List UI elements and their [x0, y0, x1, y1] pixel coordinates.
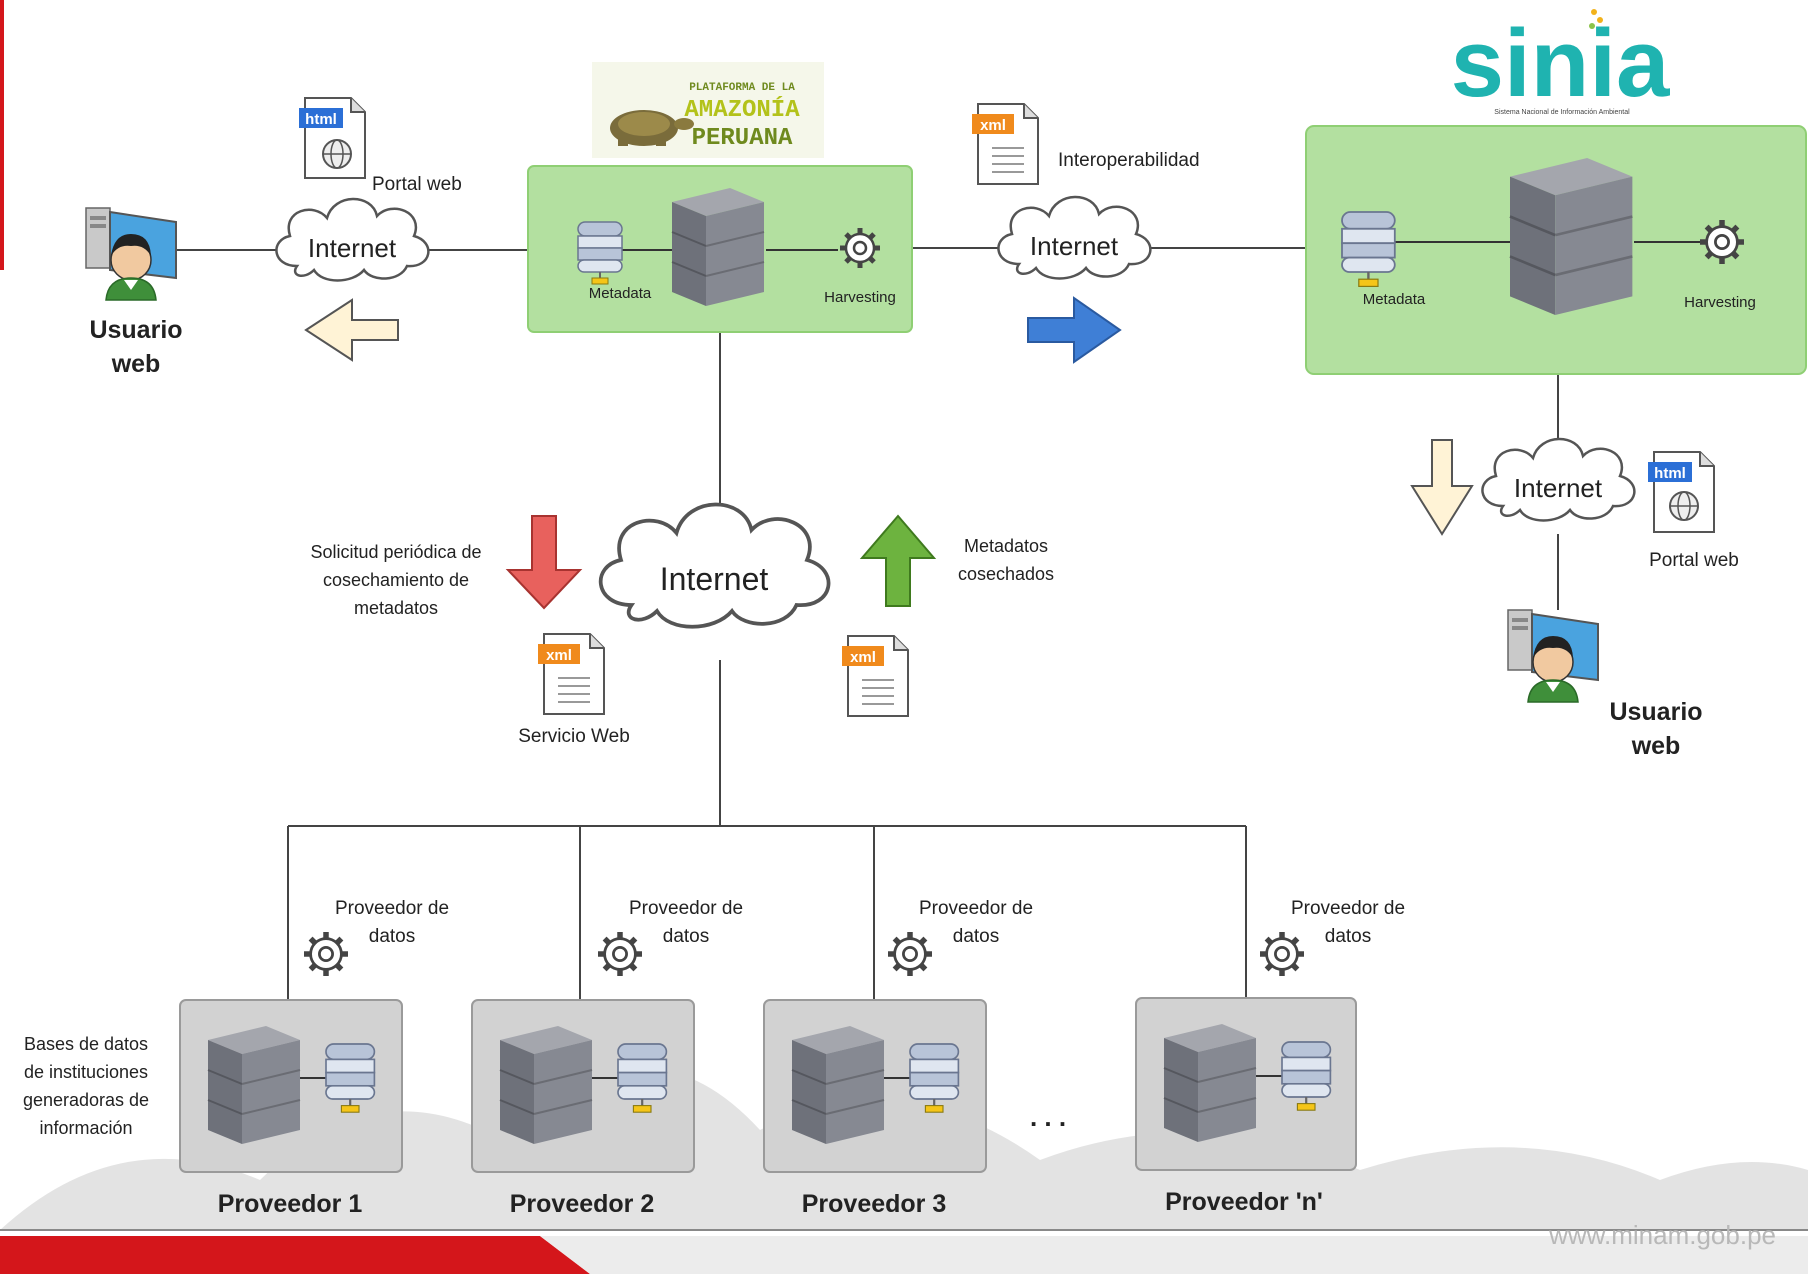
internet-cloud-left: Internet	[275, 197, 430, 282]
logo-line1: PLATAFORMA DE LA	[689, 82, 795, 94]
service-doc: xml	[538, 633, 605, 715]
server-icon	[1508, 156, 1634, 317]
doc-tag: xml	[546, 647, 572, 664]
gear-icon	[598, 932, 642, 976]
turtle-icon	[610, 110, 694, 146]
right-user: Usuario web	[1507, 609, 1703, 760]
internet-label: Internet	[1030, 231, 1119, 261]
provider-name: Proveedor 1	[218, 1190, 363, 1218]
left-user: Usuario web	[85, 207, 183, 378]
service-web-label: Servicio Web	[518, 726, 630, 747]
internet-label: Internet	[1514, 473, 1603, 503]
provider-name: Proveedor 3	[802, 1190, 947, 1218]
left-edge-accent	[0, 0, 4, 270]
internet-label: Internet	[660, 561, 769, 597]
db-label-line2: de instituciones	[24, 1062, 148, 1082]
sinia-subtitle: Sistema Nacional de Información Ambienta…	[1494, 109, 1630, 116]
gear-icon	[888, 932, 932, 976]
logo-line3: PERUANA	[692, 125, 793, 152]
provider-3: Proveedor de datos Proveedor 3	[763, 898, 1033, 1218]
arrow-up-green	[859, 514, 937, 607]
provider-label-line1: Proveedor de	[629, 898, 743, 919]
user-label-line2: web	[111, 350, 161, 378]
sinia-logo: sinia Sistema Nacional de Información Am…	[1451, 9, 1670, 117]
provider-label-line2: datos	[663, 926, 709, 947]
doc-tag: html	[305, 111, 337, 128]
internet-label: Internet	[308, 233, 397, 263]
connector-lines	[168, 247, 1559, 1000]
harvested-label-line2: cosechados	[958, 564, 1054, 584]
provider-label-line1: Proveedor de	[335, 898, 449, 919]
arrow-left-pale	[304, 298, 399, 362]
amazonia-logo: PLATAFORMA DE LA AMAZONÍA PERUANA	[592, 62, 824, 158]
gear-icon	[1260, 932, 1304, 976]
server-icon	[671, 187, 765, 307]
logo-line2: AMAZONÍA	[684, 96, 800, 124]
provider-label-line2: datos	[1325, 926, 1371, 947]
portal-doc-left: html	[299, 97, 366, 179]
ellipsis: . . .	[1030, 1102, 1066, 1132]
doc-tag: xml	[850, 649, 876, 666]
provider-label-line2: datos	[369, 926, 415, 947]
globe-icon	[1669, 491, 1699, 521]
harvested-label-line1: Metadatos	[964, 536, 1048, 556]
sinia-logo-text: sinia	[1451, 10, 1670, 117]
harvested-doc: xml	[842, 635, 909, 717]
gear-icon	[304, 932, 348, 976]
user-icon	[1507, 609, 1599, 703]
user-label-line2: web	[1631, 732, 1681, 760]
interop-label: Interoperabilidad	[1058, 150, 1200, 171]
center-server-box: Metadata Harvesting	[527, 165, 913, 333]
user-label-line1: Usuario	[89, 316, 182, 344]
portal-web-label: Portal web	[1649, 550, 1739, 571]
provider-2: Proveedor de datos Proveedor 2	[471, 898, 743, 1218]
footer-bar: www.minam.gob.pe	[0, 1220, 1808, 1274]
internet-cloud-interop: Internet	[997, 195, 1152, 280]
globe-icon	[322, 139, 352, 169]
arrow-down-red	[505, 515, 583, 610]
provider-n: Proveedor de datos Proveedor 'n'	[1135, 898, 1405, 1216]
provider-1: Proveedor de datos Proveedor 1	[179, 898, 449, 1218]
arrow-right-blue	[1027, 296, 1122, 364]
harvesting-label: Harvesting	[1684, 294, 1756, 311]
request-label-line1: Solicitud periódica de	[310, 542, 481, 562]
provider-label-line1: Proveedor de	[919, 898, 1033, 919]
gear-icon	[840, 228, 880, 268]
db-label-line3: generadoras de	[23, 1090, 149, 1110]
provider-label-line1: Proveedor de	[1291, 898, 1405, 919]
db-label-line4: información	[39, 1118, 132, 1138]
user-label-line1: Usuario	[1609, 698, 1702, 726]
portal-doc-sinia: html	[1648, 451, 1715, 533]
request-label-line3: metadatos	[354, 598, 438, 618]
user-icon	[85, 207, 177, 301]
arrow-down-pale	[1410, 439, 1474, 536]
portal-web-label: Portal web	[372, 174, 462, 195]
interop-doc: xml	[972, 103, 1039, 185]
db-label-line1: Bases de datos	[24, 1034, 148, 1054]
metadata-label: Metadata	[1363, 291, 1426, 308]
provider-name: Proveedor 2	[510, 1190, 655, 1218]
server-icon	[207, 1025, 301, 1145]
sinia-server-box: Metadata Harvesting	[1305, 125, 1807, 375]
footer-url: www.minam.gob.pe	[1548, 1220, 1776, 1250]
server-icon	[1163, 1023, 1257, 1143]
doc-tag: html	[1654, 465, 1686, 482]
provider-label-line2: datos	[953, 926, 999, 947]
server-icon	[791, 1025, 885, 1145]
server-icon	[499, 1025, 593, 1145]
harvesting-label: Harvesting	[824, 289, 896, 306]
metadata-label: Metadata	[589, 285, 652, 302]
request-label-line2: cosechamiento de	[323, 570, 469, 590]
doc-tag: xml	[980, 117, 1006, 134]
provider-name: Proveedor 'n'	[1165, 1188, 1323, 1216]
internet-cloud-sinia: Internet	[1481, 437, 1636, 522]
sparkle-icon	[1589, 9, 1603, 29]
